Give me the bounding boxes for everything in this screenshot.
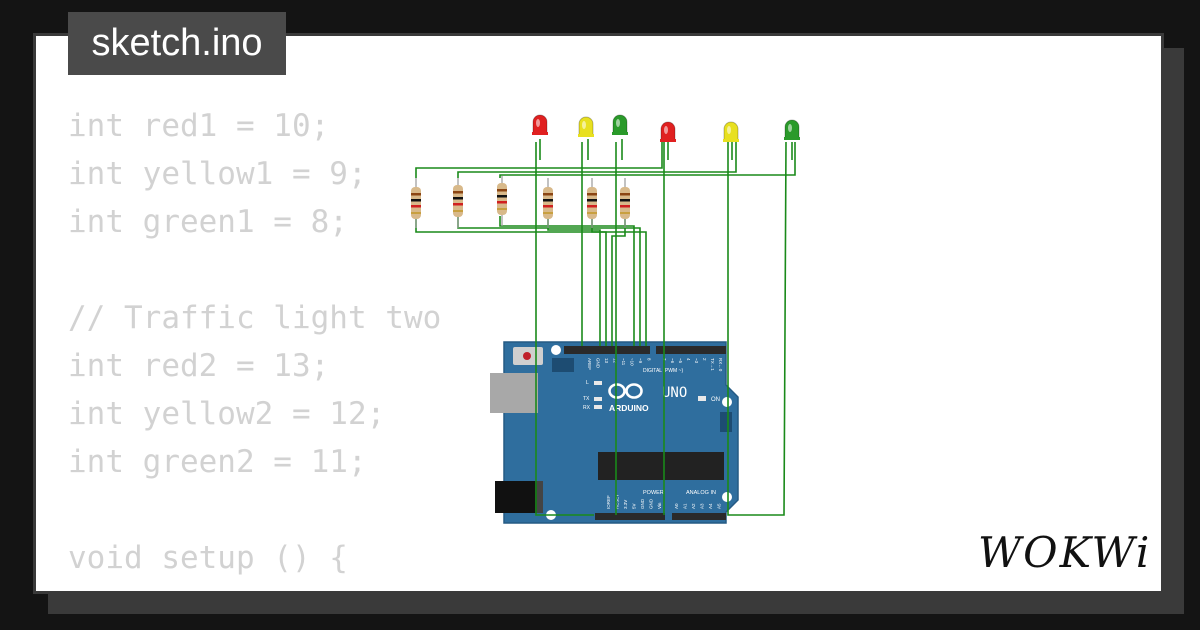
- resistor[interactable]: [543, 178, 553, 228]
- pin-label: ~9: [638, 358, 643, 364]
- pin-label: ~10: [630, 358, 635, 366]
- led-label-tx: TX: [583, 396, 590, 402]
- code-line: int green1 = 8;: [68, 204, 348, 240]
- pin-label: A4: [708, 503, 713, 509]
- pin-label: TX→1: [710, 358, 715, 371]
- code-line: int red1 = 10;: [68, 108, 330, 144]
- resistor[interactable]: [620, 178, 630, 228]
- pin-label: GND: [649, 498, 654, 509]
- on-led: [698, 396, 706, 401]
- pin-label: AREF: [587, 358, 592, 370]
- usb-port: [490, 373, 538, 413]
- yellow-led[interactable]: [723, 121, 739, 142]
- wire[interactable]: [591, 216, 607, 346]
- power-header: [595, 513, 665, 520]
- power-jack-edge: [537, 481, 543, 513]
- pin-label: RX←0: [718, 358, 723, 372]
- resistor[interactable]: [497, 176, 507, 226]
- led-row: [532, 114, 800, 142]
- mounting-hole: [551, 345, 561, 355]
- wire[interactable]: [499, 142, 796, 178]
- green-led[interactable]: [784, 119, 800, 140]
- pin-label: A2: [691, 503, 696, 509]
- rx-led: [594, 405, 602, 409]
- pin-label: 12: [613, 358, 618, 364]
- code-line: void setup () {: [68, 540, 348, 576]
- resistor-row: [411, 176, 630, 228]
- red-led[interactable]: [660, 121, 676, 142]
- pin-label: 4: [686, 358, 691, 361]
- analog-header: [672, 513, 726, 520]
- pin-label: ~3: [694, 358, 699, 364]
- wire[interactable]: [611, 216, 626, 346]
- wire[interactable]: [535, 142, 594, 516]
- mounting-hole: [722, 492, 732, 502]
- power-label: POWER: [643, 490, 664, 496]
- code-line: int green2 = 11;: [68, 444, 367, 480]
- pin-label: 3.3V: [623, 500, 628, 509]
- icsp-header-2: [720, 412, 732, 432]
- resistor[interactable]: [411, 178, 421, 228]
- code-line: int yellow1 = 9;: [68, 156, 367, 192]
- power-jack: [495, 481, 540, 513]
- code-line: int yellow2 = 12;: [68, 396, 386, 432]
- pin-label: GND: [640, 498, 645, 509]
- pin-label: 8: [647, 358, 652, 361]
- pin-label: A3: [700, 503, 705, 509]
- tx-led: [594, 397, 602, 401]
- pin-label: A5: [717, 503, 722, 509]
- wire[interactable]: [457, 142, 737, 178]
- analog-label: ANALOG IN: [686, 490, 716, 496]
- yellow-led[interactable]: [578, 116, 594, 137]
- led-label-rx: RX: [583, 405, 591, 411]
- arduino-logo: [608, 383, 643, 399]
- resistor[interactable]: [587, 178, 597, 228]
- pin-label: ~6: [670, 358, 675, 364]
- code-line: // Traffic light two: [68, 300, 442, 336]
- reset-button[interactable]: [523, 352, 531, 360]
- pin-label: ~5: [678, 358, 683, 364]
- resistor[interactable]: [453, 178, 463, 228]
- led-label-l: L: [586, 380, 589, 386]
- digital-header-right: [656, 346, 726, 354]
- pin-label: Vin: [657, 502, 662, 509]
- pin-label: IOREF: [606, 495, 611, 509]
- wire[interactable]: [547, 216, 601, 346]
- file-tab[interactable]: sketch.ino: [68, 12, 286, 75]
- wokwi-logo: WOKWi: [978, 528, 1152, 577]
- pin-label: 2: [702, 358, 707, 361]
- board-model: UNO: [662, 385, 687, 401]
- wire[interactable]: [727, 141, 787, 516]
- icsp-header: [552, 358, 574, 372]
- code-line: // Traffic light: [68, 582, 441, 591]
- l-led: [594, 381, 602, 385]
- pin-label: 13: [604, 358, 609, 364]
- atmega-chip: [598, 452, 724, 480]
- wire[interactable]: [415, 142, 663, 178]
- pin-label: A1: [683, 503, 688, 509]
- pin-label: ~11: [621, 358, 626, 366]
- pin-label: RESET: [615, 494, 620, 509]
- pin-label: 5V: [632, 503, 637, 509]
- mounting-hole: [722, 397, 732, 407]
- board-brand: ARDUINO: [609, 403, 649, 413]
- code-editor: int red1 = 10; int yellow1 = 9; int green1…: [68, 102, 442, 591]
- pin-label: GND: [596, 358, 601, 369]
- code-line: int red2 = 13;: [68, 348, 330, 384]
- digital-header-left: [564, 346, 650, 354]
- wire[interactable]: [499, 216, 635, 346]
- pin-label: A0: [674, 503, 679, 509]
- red-led[interactable]: [532, 114, 548, 135]
- sketch-card: int red1 = 10; int yellow1 = 9; int green1…: [33, 33, 1164, 594]
- green-led[interactable]: [612, 114, 628, 135]
- on-label: ON: [711, 397, 720, 403]
